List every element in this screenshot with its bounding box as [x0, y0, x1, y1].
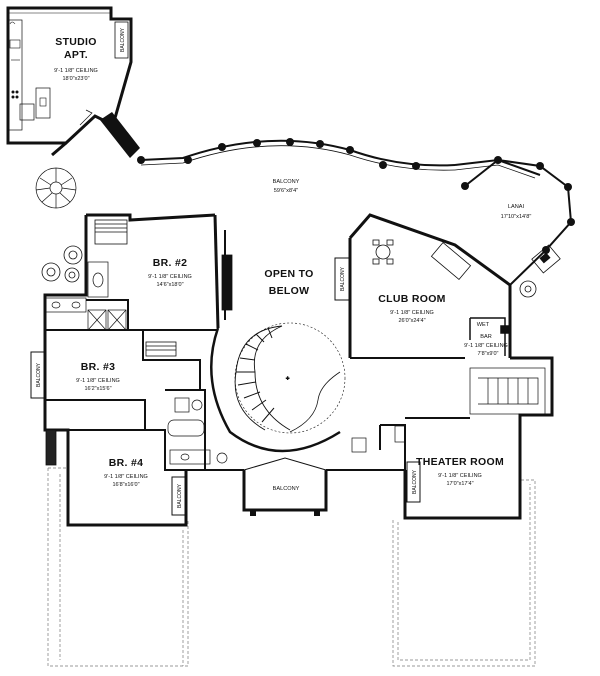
lanai-inner-line [464, 159, 499, 187]
rotunda: + [210, 322, 346, 453]
br4-dims: 16'8"x16'0" [112, 482, 139, 488]
lanai-outline [497, 159, 573, 286]
br4-ceiling: 9'-1 1/8" CEILING [104, 474, 148, 480]
theater-ceiling: 9'-1 1/8" CEILING [438, 473, 482, 479]
theater-stair [469, 367, 546, 415]
club-name: CLUB ROOM [378, 293, 445, 305]
wetbar-name-1: WET [477, 322, 490, 328]
wall-segment [51, 141, 67, 157]
studio-name-1: STUDIO [55, 36, 96, 48]
exterior-walls [43, 213, 554, 527]
svg-text:+: + [286, 376, 289, 382]
lower-level-dashed-outline [47, 467, 536, 667]
chimney-block [100, 112, 140, 158]
open-name-2: BELOW [269, 285, 310, 297]
lanai-grill [531, 244, 561, 274]
balcony-columns [137, 138, 575, 254]
br4-name: BR. #4 [109, 457, 143, 469]
br2-ceiling: 9'-1 1/8" CEILING [148, 274, 192, 280]
wet-bar [469, 317, 509, 356]
club-dims: 26'0"x24'4" [398, 318, 425, 324]
studio-name-2: APT. [64, 49, 88, 61]
studio-dims: 18'0"x23'0" [62, 76, 89, 82]
studio-apartment [6, 6, 133, 145]
theater-balcony-label: BALCONY [412, 469, 418, 494]
br4-balcony-label: BALCONY [177, 483, 183, 508]
side-balconies [30, 257, 421, 516]
br2-name: BR. #2 [153, 257, 187, 269]
club-room-furniture [372, 239, 472, 281]
theater-name: THEATER ROOM [416, 456, 504, 468]
br3-name: BR. #3 [81, 361, 115, 373]
side-balcony-labels: BALCONY BALCONY BALCONY BALCONY BALCONY [36, 27, 418, 508]
br3-ceiling: 9'-1 1/8" CEILING [76, 378, 120, 384]
br3-balcony-label: BALCONY [36, 362, 42, 387]
theater-dims: 17'0"x17'4" [446, 481, 473, 487]
br2-dims: 14'6"x18'0" [156, 282, 183, 288]
wetbar-dims: 7'8"x9'0" [478, 351, 499, 357]
club-ceiling: 9'-1 1/8" CEILING [390, 310, 434, 316]
closet-hatches [45, 219, 233, 466]
spiral-stair-exterior [35, 167, 77, 209]
wetbar-ceiling: 9'-1 1/8" CEILING [464, 343, 508, 349]
bathroom-fixtures [45, 261, 406, 465]
balcony-label: BALCONY [273, 179, 300, 185]
br3-dims: 16'2"x15'6" [84, 386, 111, 392]
landscape-plants [41, 245, 537, 298]
open-balcony-label: BALCONY [340, 266, 346, 291]
studio-ceiling: 9'-1 1/8" CEILING [54, 68, 98, 74]
balcony-railing [140, 139, 541, 179]
front-balcony-label: BALCONY [273, 486, 300, 492]
front-balcony [243, 457, 327, 516]
lanai-dims: 17'10"x14'8" [501, 214, 532, 220]
lanai-label: LANAI [508, 204, 525, 210]
balcony-dims: 59'6"x8'4" [274, 188, 298, 194]
open-name-1: OPEN TO [264, 268, 313, 280]
studio-balcony-label: BALCONY [120, 27, 126, 52]
wetbar-name-2: BAR [480, 334, 492, 340]
room-labels: STUDIO APT. 9'-1 1/8" CEILING 18'0"x23'0… [54, 36, 531, 492]
